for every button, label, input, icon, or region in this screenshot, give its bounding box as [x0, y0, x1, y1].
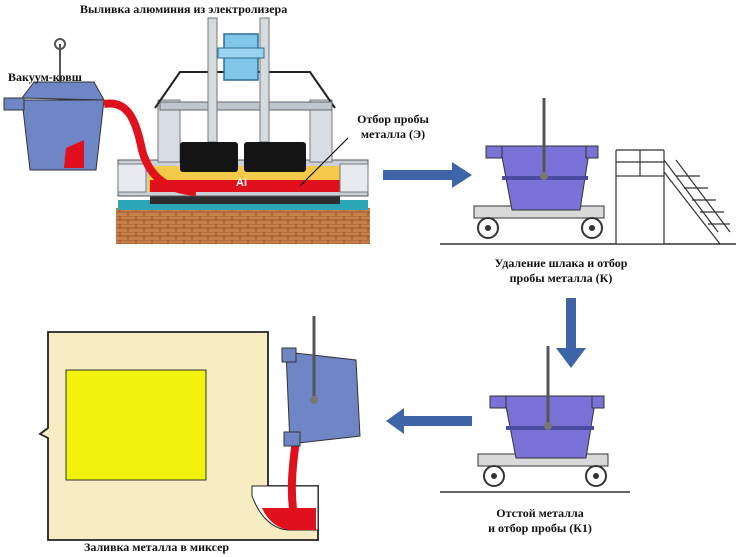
settle-line-1: Отстой металла	[496, 506, 584, 520]
ladle-label: Вакуум-ковш	[8, 70, 82, 84]
ladle-body	[21, 99, 105, 171]
platform-stairs	[615, 149, 731, 245]
top-title: Выливка алюминия из электролизера	[80, 2, 288, 16]
settling-station	[440, 346, 630, 493]
pour-stream	[287, 439, 300, 517]
slag-label: Удаление шлака и отбор пробы металла (К)	[466, 256, 656, 286]
mixer-metal	[262, 508, 316, 530]
slag-line-1: Удаление шлака и отбор	[494, 256, 628, 270]
sample-e-label: Отбор пробы металла (Э)	[340, 112, 446, 142]
sample-e-line-1: Отбор пробы	[357, 112, 429, 126]
cell-crossbeam	[159, 101, 333, 111]
mixer	[38, 316, 361, 541]
arrow-down-icon	[556, 298, 586, 368]
cell-busbar	[118, 200, 368, 210]
sample-pointer	[299, 137, 349, 187]
arrow-left-icon	[386, 408, 472, 434]
arrow-right-icon	[383, 162, 472, 188]
ladle-pipe	[103, 99, 197, 196]
slag-station	[440, 98, 736, 245]
mixer-window	[65, 369, 207, 481]
ladle-spout	[3, 97, 25, 111]
slag-line-2: пробы металла (К)	[509, 271, 613, 285]
settle-line-2: и отбор пробы (К1)	[488, 521, 592, 535]
al-label: Al	[236, 177, 247, 189]
sample-e-line-2: металла (Э)	[360, 127, 426, 141]
cell-stands	[157, 99, 333, 163]
settle-label: Отстой металла и отбор пробы (К1)	[460, 506, 620, 536]
vacuum-ladle	[3, 38, 197, 196]
anodes	[180, 142, 306, 172]
tilted-ladle	[285, 351, 361, 445]
electrolyzer: Al	[116, 17, 370, 244]
cell-metal-pad	[150, 180, 340, 192]
cell-side-ribs	[117, 163, 369, 193]
ladle-lid	[21, 81, 105, 101]
cell-brick-base	[116, 208, 370, 244]
mixer-label: Заливка металла в миксер	[84, 540, 230, 554]
ladle-metal	[64, 140, 84, 168]
ladle-hook	[54, 38, 66, 50]
